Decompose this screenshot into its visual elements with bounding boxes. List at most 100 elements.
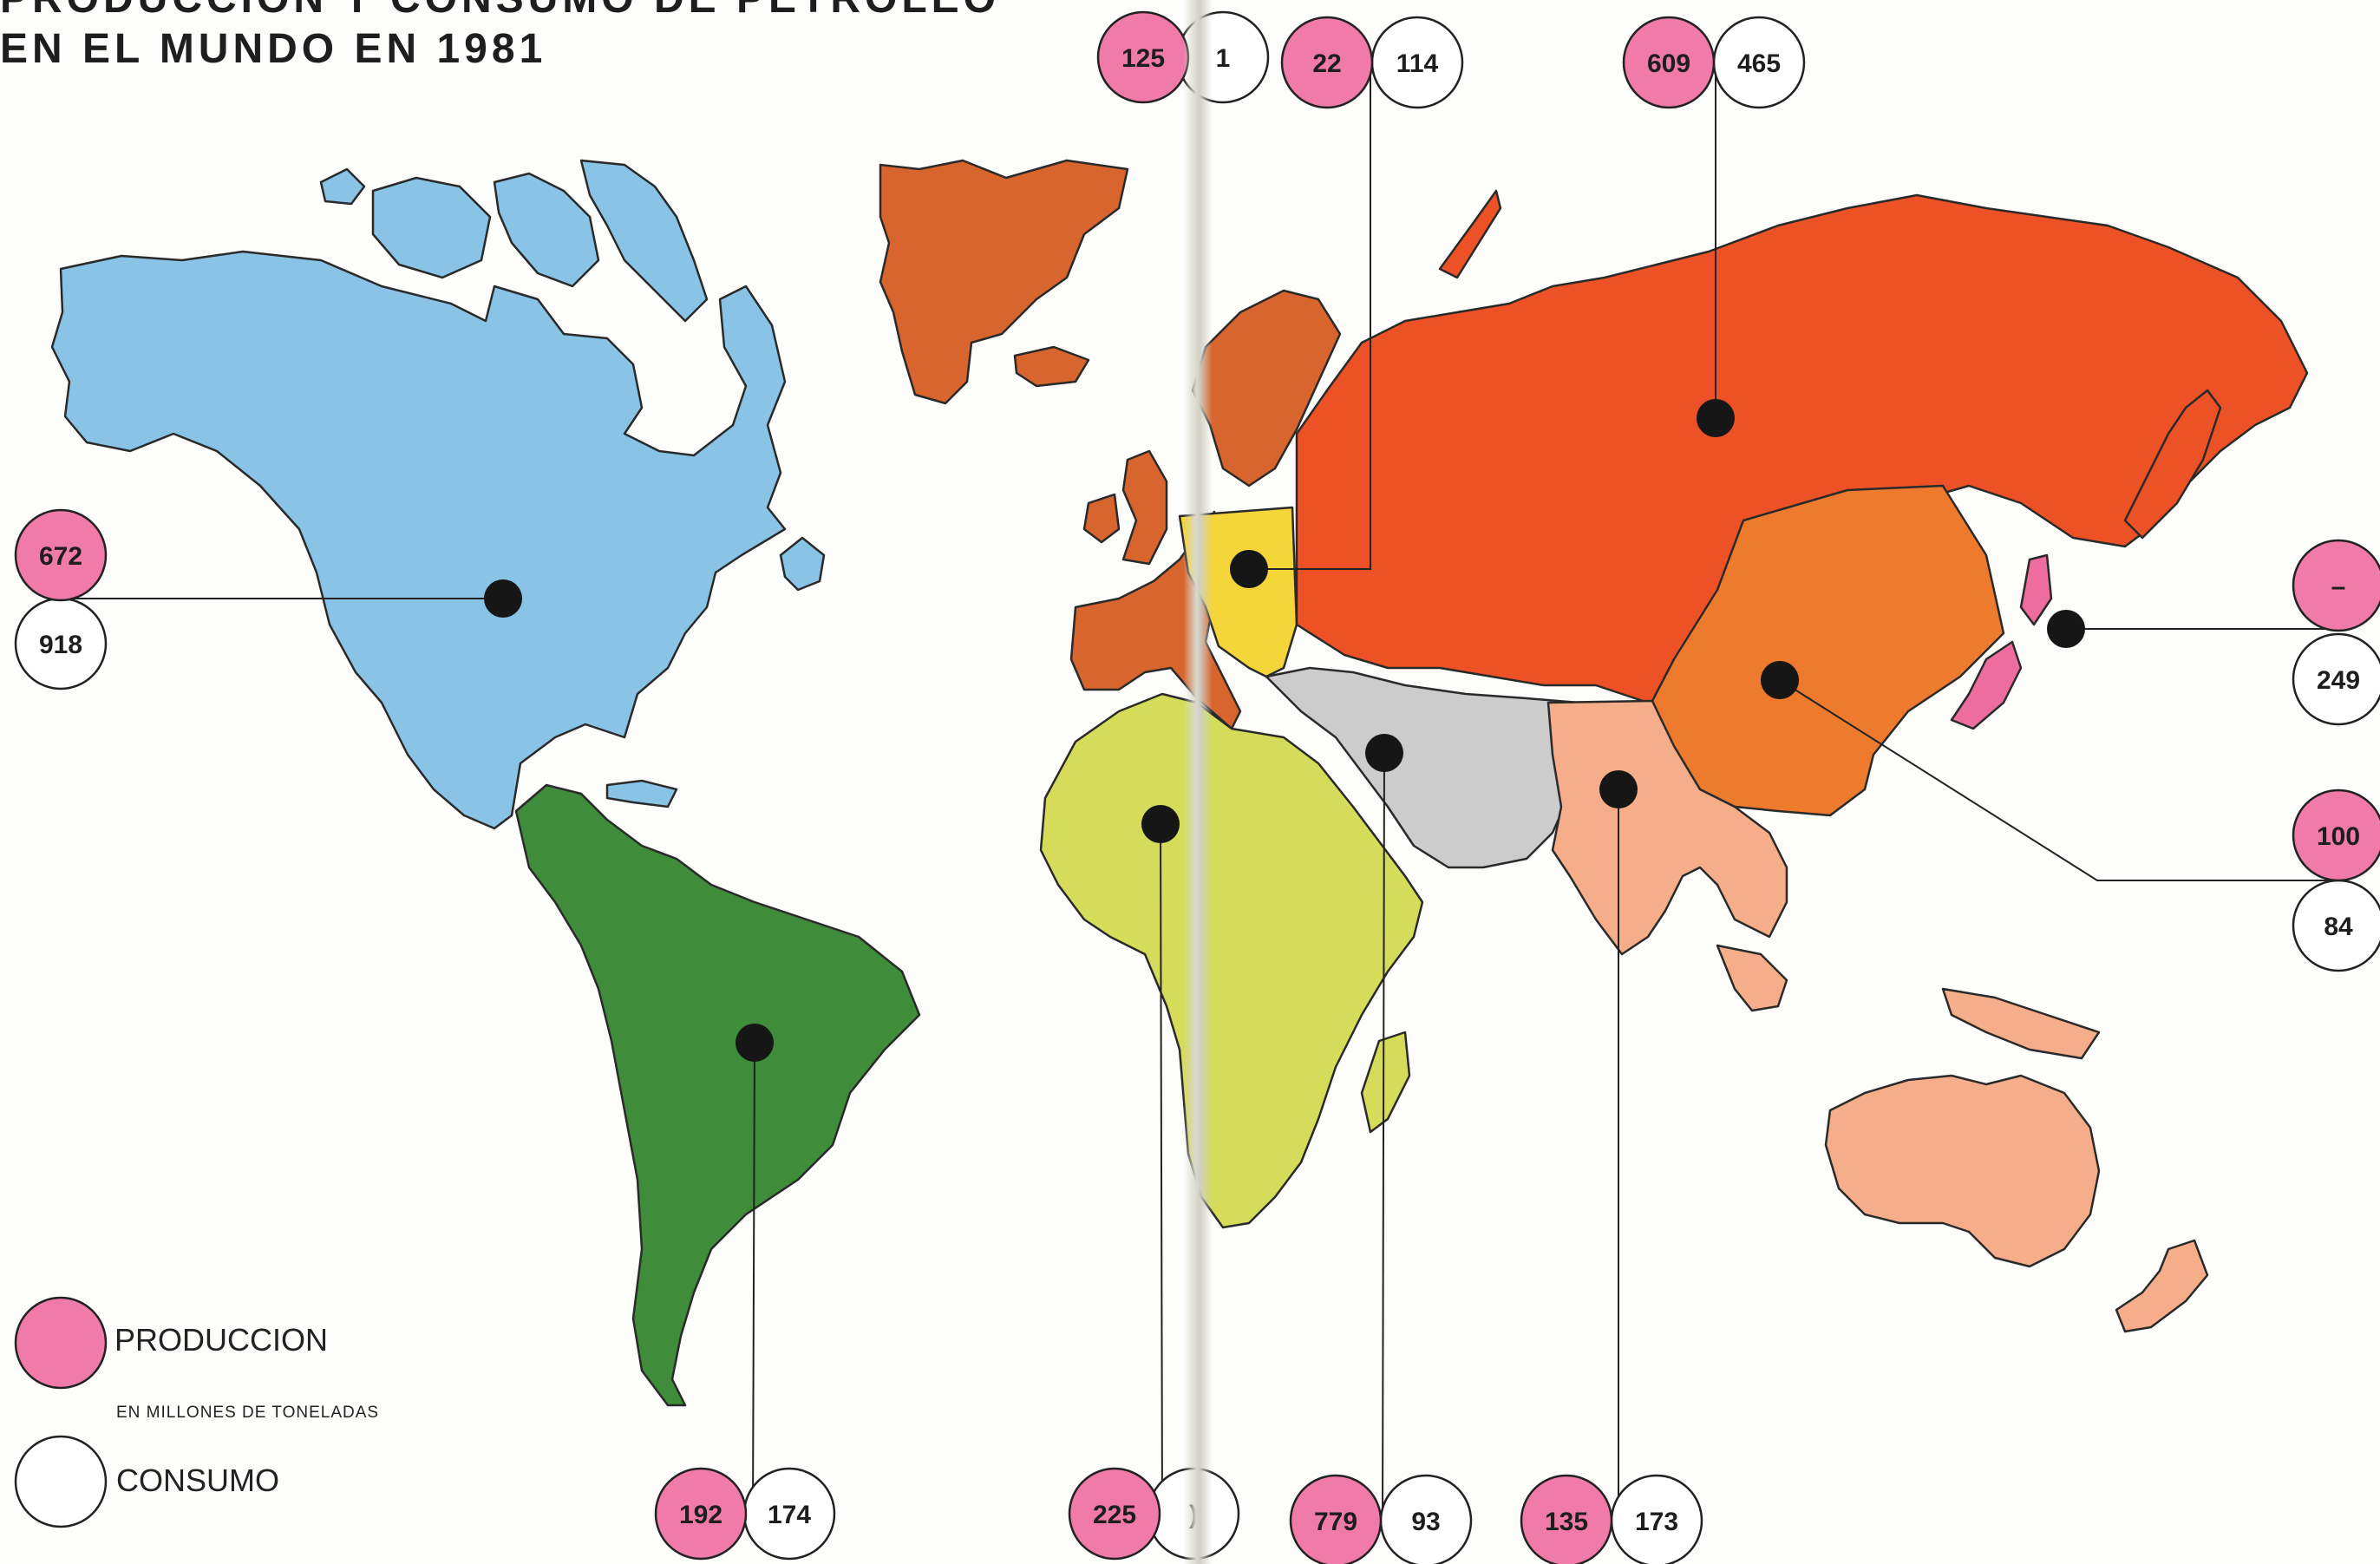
production-circle-south-asia-oceania bbox=[1520, 1474, 1613, 1564]
consumption-value-ussr: 465 bbox=[1737, 49, 1781, 78]
consumption-callout-north-america: 918 bbox=[14, 597, 108, 690]
legend-consumption-label: CONSUMO bbox=[116, 1463, 279, 1498]
region-new-zealand bbox=[2115, 1239, 2209, 1333]
connector-line-africa bbox=[1160, 823, 1163, 1515]
production-circle-middle-east bbox=[1289, 1474, 1383, 1564]
region-marker-middle-east bbox=[1365, 734, 1403, 772]
region-britain bbox=[1121, 449, 1168, 566]
production-callout-western-europe: 125 bbox=[1096, 10, 1190, 104]
region-marker-china bbox=[1761, 661, 1799, 699]
production-circle-north-america bbox=[14, 508, 108, 602]
production-circle-japan bbox=[2292, 539, 2380, 632]
production-value-western-europe: 125 bbox=[1121, 44, 1165, 73]
region-japan bbox=[2019, 553, 2053, 626]
region-greenland bbox=[879, 159, 1129, 405]
production-callout-ussr: 609 bbox=[1622, 16, 1716, 109]
region-indonesia bbox=[1716, 944, 1788, 1012]
production-value-japan: – bbox=[2331, 573, 2346, 601]
region-north-america bbox=[50, 250, 787, 830]
production-value-eastern-europe: 22 bbox=[1312, 49, 1341, 78]
production-value-south-asia-oceania: 135 bbox=[1545, 1508, 1588, 1536]
consumption-callout-eastern-europe: 114 bbox=[1370, 16, 1464, 109]
region-arctic-islands-3 bbox=[319, 167, 366, 206]
production-value-china: 100 bbox=[2317, 822, 2360, 851]
consumption-value-japan: 249 bbox=[2317, 666, 2360, 695]
consumption-value-middle-east: 93 bbox=[1411, 1508, 1440, 1536]
map-title: PRODUCCION Y CONSUMO DE PETROLEO EN EL M… bbox=[0, 0, 1000, 75]
region-marker-south-asia-oceania bbox=[1599, 770, 1638, 808]
region-australia bbox=[1824, 1074, 2101, 1268]
region-arctic-islands-1 bbox=[371, 176, 492, 279]
consumption-value-south-asia-oceania: 173 bbox=[1635, 1508, 1678, 1536]
consumption-value-china: 84 bbox=[2324, 913, 2353, 941]
region-middle-east bbox=[1265, 666, 1598, 869]
connector-line-china bbox=[1779, 679, 2342, 881]
legend-units-label: EN MILLONES DE TONELADAS bbox=[116, 1404, 380, 1422]
book-spine-shadow bbox=[1183, 0, 1213, 1564]
region-arctic-islands-2 bbox=[493, 172, 600, 288]
region-marker-ussr bbox=[1697, 399, 1735, 437]
region-cuba bbox=[605, 779, 678, 808]
consumption-callout-japan: 249 bbox=[2292, 632, 2380, 726]
production-callout-africa: 225 bbox=[1068, 1467, 1161, 1561]
connector-lines bbox=[61, 62, 2342, 1521]
region-kamchatka bbox=[2123, 389, 2222, 540]
production-value-south-america: 192 bbox=[679, 1501, 722, 1529]
region-south-asia bbox=[1546, 699, 1788, 956]
consumption-callout-south-america: 174 bbox=[742, 1467, 836, 1561]
region-newfoundland bbox=[779, 536, 826, 592]
region-ireland bbox=[1082, 493, 1121, 544]
connector-line-eastern-europe bbox=[1249, 62, 1371, 570]
region-japan-2 bbox=[1950, 640, 2023, 730]
production-callout-eastern-europe: 22 bbox=[1280, 16, 1374, 109]
consumption-value-north-america: 918 bbox=[39, 631, 82, 659]
map-title-line-2: EN EL MUNDO EN 1981 bbox=[0, 26, 547, 72]
production-value-africa: 225 bbox=[1093, 1501, 1136, 1529]
region-marker-north-america bbox=[484, 579, 522, 618]
map-title-line-1: PRODUCCION Y CONSUMO DE PETROLEO bbox=[0, 0, 1000, 24]
production-value-ussr: 609 bbox=[1647, 49, 1690, 78]
consumption-callout-south-asia-oceania: 173 bbox=[1610, 1474, 1703, 1564]
production-circle-china bbox=[2292, 789, 2380, 882]
consumption-value-western-europe: 1 bbox=[1216, 44, 1231, 73]
region-africa bbox=[1039, 692, 1424, 1229]
production-callout-south-america: 192 bbox=[654, 1467, 748, 1561]
region-marker-africa bbox=[1141, 805, 1180, 843]
production-circle-south-america bbox=[654, 1467, 748, 1561]
consumption-callout-china: 84 bbox=[2292, 879, 2380, 972]
production-circle-ussr bbox=[1622, 16, 1716, 109]
region-novaya-zemlya bbox=[1438, 189, 1502, 279]
production-callout-north-america: 672 bbox=[14, 508, 108, 602]
region-iceland bbox=[1013, 345, 1090, 388]
region-new-guinea bbox=[1941, 987, 2101, 1060]
consumption-value-eastern-europe: 114 bbox=[1396, 49, 1439, 78]
legend-swatches bbox=[14, 1296, 108, 1528]
region-south-america bbox=[514, 783, 921, 1407]
region-arctic-islands-4 bbox=[579, 159, 709, 323]
landmasses bbox=[50, 159, 2309, 1407]
connector-line-south-america bbox=[752, 1042, 755, 1515]
region-ussr bbox=[1295, 193, 2309, 704]
consumption-circle-japan bbox=[2292, 632, 2380, 726]
production-callout-japan: – bbox=[2292, 539, 2380, 632]
connector-line-middle-east bbox=[1382, 752, 1385, 1521]
consumption-callout-middle-east: 93 bbox=[1379, 1474, 1473, 1564]
consumption-callout-ussr: 465 bbox=[1712, 16, 1806, 109]
production-circle-africa bbox=[1068, 1467, 1161, 1561]
region-madagascar bbox=[1360, 1031, 1411, 1134]
legend-consumption-swatch bbox=[14, 1435, 108, 1528]
production-callout-middle-east: 779 bbox=[1289, 1474, 1383, 1564]
production-circle-eastern-europe bbox=[1280, 16, 1374, 109]
legend-production-label: PRODUCCION bbox=[114, 1322, 329, 1358]
region-marker-japan bbox=[2047, 610, 2085, 648]
region-marker-south-america bbox=[736, 1024, 774, 1062]
region-marker-eastern-europe bbox=[1230, 550, 1268, 588]
consumption-value-south-america: 174 bbox=[768, 1501, 811, 1529]
production-callout-south-asia-oceania: 135 bbox=[1520, 1474, 1613, 1564]
production-value-middle-east: 779 bbox=[1314, 1508, 1357, 1536]
production-callout-china: 100 bbox=[2292, 789, 2380, 882]
region-markers bbox=[484, 399, 2085, 1062]
production-value-north-america: 672 bbox=[39, 542, 82, 571]
legend-production-swatch bbox=[14, 1296, 108, 1390]
